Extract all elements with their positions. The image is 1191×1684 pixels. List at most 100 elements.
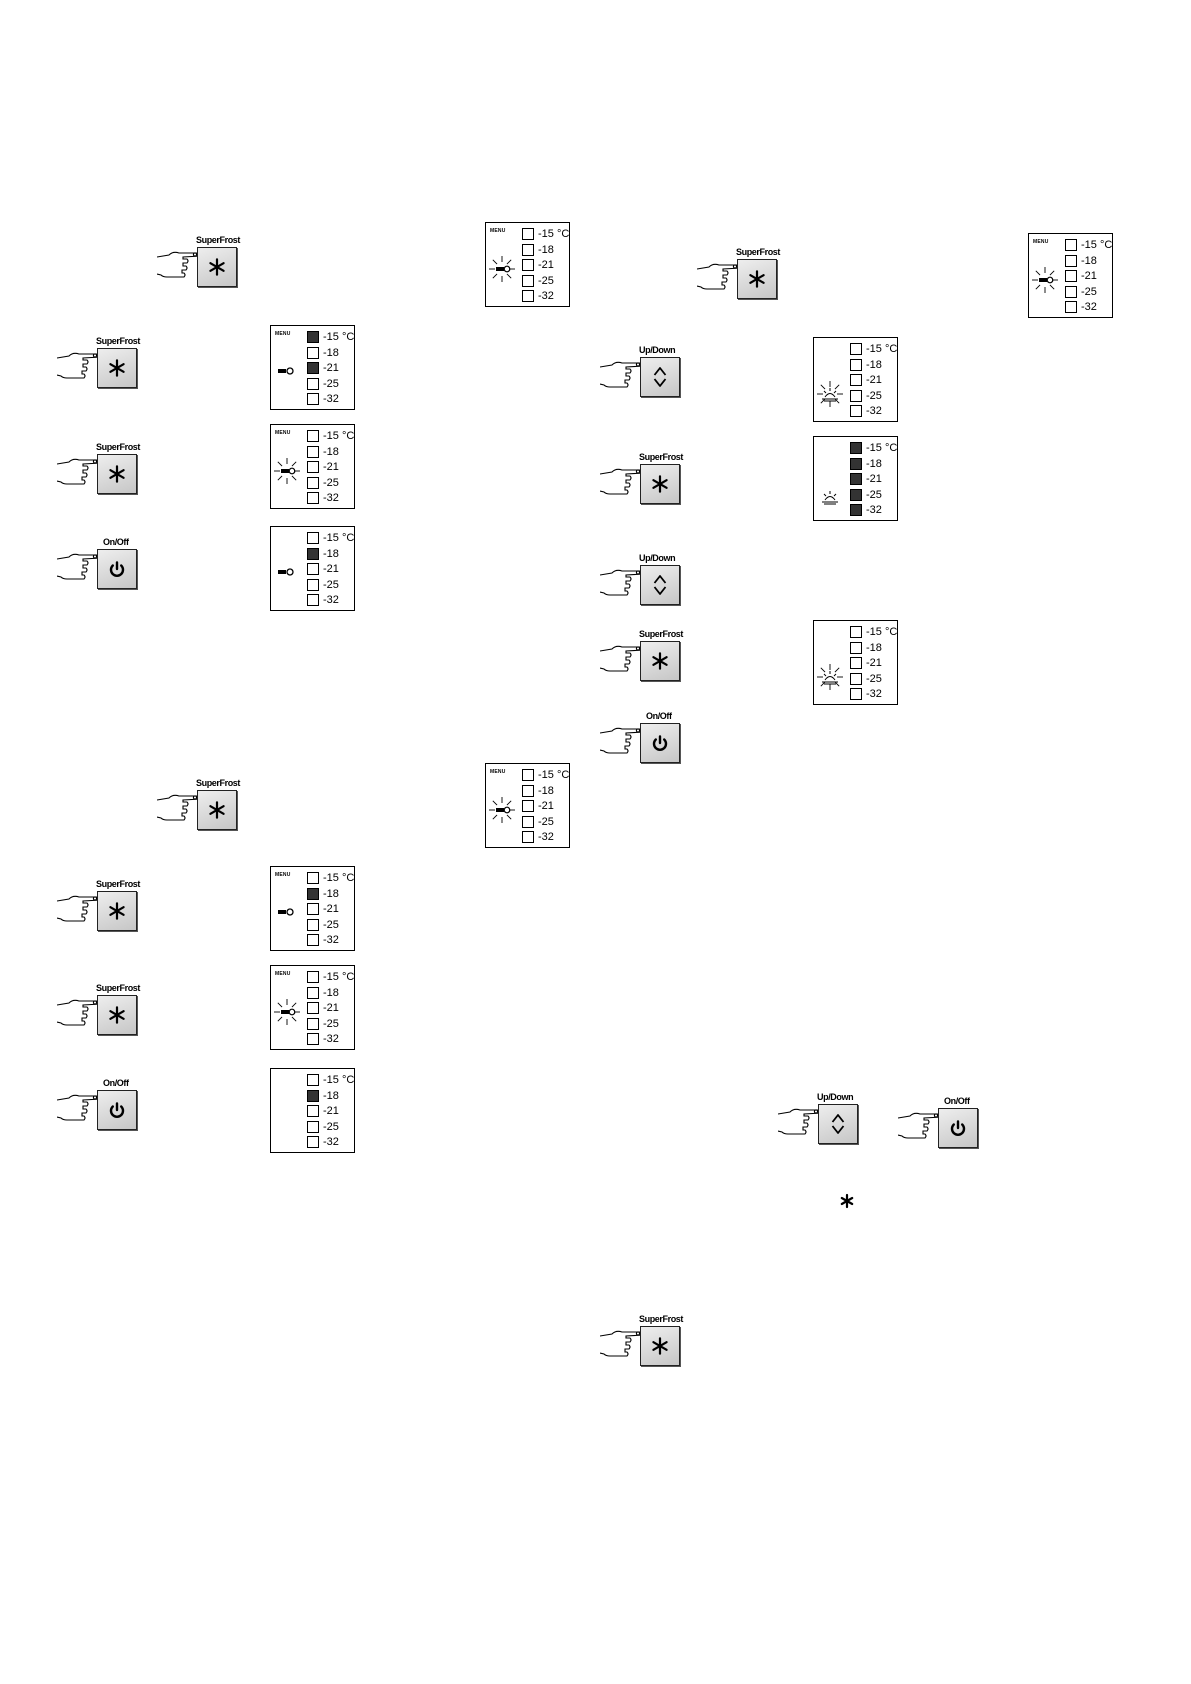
temperature-label: -25 [538, 274, 554, 287]
button-caption: On/Off [103, 1078, 129, 1088]
blinking-key-icon [273, 455, 305, 492]
superfrost-key[interactable] [197, 790, 237, 830]
indicator-off [307, 903, 319, 916]
onoff-key[interactable] [97, 549, 137, 589]
indicator-off [522, 259, 534, 272]
superfrost-button[interactable]: SuperFrost [599, 1314, 710, 1380]
indicator-lit [307, 362, 319, 375]
superfrost-button[interactable]: SuperFrost [599, 452, 710, 518]
button-caption: On/Off [646, 711, 672, 721]
star-icon [832, 1186, 862, 1221]
updown-key[interactable] [818, 1104, 858, 1144]
key-icon [277, 363, 295, 381]
indicator-off [307, 578, 319, 591]
menu-indicator: MENU [275, 331, 291, 337]
temperature-label: -21 [323, 362, 339, 375]
superfrost-key[interactable] [97, 995, 137, 1035]
indicator-off [522, 769, 534, 781]
superfrost-key[interactable] [97, 891, 137, 931]
button-caption: Up/Down [817, 1092, 854, 1102]
indicator-lit [307, 887, 319, 900]
updown-key[interactable] [640, 357, 680, 397]
temperature-label: -15 °C [538, 228, 570, 240]
indicator-off [850, 657, 862, 670]
onoff-key[interactable] [938, 1108, 978, 1148]
superfrost-button[interactable]: SuperFrost [156, 235, 267, 301]
indicator-off [307, 563, 319, 576]
superfrost-key[interactable] [640, 1326, 680, 1366]
temperature-label: -15 °C [1081, 239, 1113, 251]
superfrost-key[interactable] [640, 464, 680, 504]
temperature-label: -21 [323, 903, 339, 916]
superfrost-button[interactable]: SuperFrost [156, 778, 267, 844]
indicator-lit [307, 331, 319, 343]
superfrost-key[interactable] [197, 247, 237, 287]
temperature-label: -18 [538, 784, 554, 797]
menu-indicator: MENU [490, 769, 506, 775]
onoff-key[interactable] [640, 723, 680, 763]
updown-button[interactable]: Up/Down [777, 1092, 888, 1158]
temperature-label: -18 [323, 445, 339, 458]
superfrost-button[interactable]: SuperFrost [696, 247, 807, 313]
temperature-label: -21 [323, 563, 339, 576]
indicator-off [307, 918, 319, 931]
superfrost-key[interactable] [97, 348, 137, 388]
display-panel: -15 °C-18-21-25-32 [270, 1068, 355, 1153]
temperature-label: -32 [1081, 301, 1097, 314]
button-caption: SuperFrost [96, 336, 141, 346]
superfrost-key[interactable] [640, 641, 680, 681]
onoff-button[interactable]: On/Off [897, 1096, 1008, 1162]
superfrost-button[interactable]: SuperFrost [56, 983, 167, 1049]
display-panel: MENU-15 °C-18-21-25-32 [270, 866, 355, 951]
button-caption: SuperFrost [639, 1314, 684, 1324]
button-caption: SuperFrost [196, 235, 241, 245]
temperature-label: -25 [323, 1120, 339, 1133]
menu-indicator: MENU [490, 228, 506, 234]
display-panel: MENU-15 °C-18-21-25-32 [270, 424, 355, 509]
blinking-key-icon [488, 794, 520, 831]
display-panel: MENU -15 °C -18 -21 -25 -32 [485, 763, 570, 848]
indicator-off [307, 594, 319, 607]
temperature-label: -21 [866, 473, 882, 486]
temperature-label: -32 [538, 831, 554, 844]
temperature-label: -25 [538, 815, 554, 828]
indicator-off [522, 243, 534, 256]
updown-button[interactable]: Up/Down [599, 553, 710, 619]
indicator-off [522, 831, 534, 844]
temperature-label: -15 °C [538, 769, 570, 781]
updown-key[interactable] [640, 565, 680, 605]
indicator-lit [850, 457, 862, 470]
onoff-key[interactable] [97, 1090, 137, 1130]
button-caption: Up/Down [639, 553, 676, 563]
temperature-label: -32 [323, 594, 339, 607]
onoff-button[interactable]: On/Off [56, 1078, 167, 1144]
temperature-label: -25 [866, 672, 882, 685]
superfrost-button[interactable]: SuperFrost [56, 879, 167, 945]
indicator-off [850, 672, 862, 685]
temperature-label: -25 [323, 578, 339, 591]
superfrost-key[interactable] [737, 259, 777, 299]
temperature-label: -25 [1081, 285, 1097, 298]
superfrost-key[interactable] [97, 454, 137, 494]
button-caption: On/Off [103, 537, 129, 547]
onoff-button[interactable]: On/Off [599, 711, 710, 777]
onoff-button[interactable]: On/Off [56, 537, 167, 603]
display-panel: MENU-15 °C-18-21-25-32 [270, 325, 355, 410]
superfrost-button[interactable]: SuperFrost [56, 336, 167, 402]
menu-indicator: MENU [275, 430, 291, 436]
indicator-off [307, 492, 319, 505]
superfrost-button[interactable]: SuperFrost [599, 629, 710, 695]
indicator-off [522, 290, 534, 303]
superfrost-button[interactable]: SuperFrost [56, 442, 167, 508]
indicator-lit [850, 442, 862, 454]
button-caption: Up/Down [639, 345, 676, 355]
menu-indicator: MENU [275, 872, 291, 878]
temperature-label: -21 [866, 374, 882, 387]
updown-button[interactable]: Up/Down [599, 345, 710, 411]
blinking-sun-icon [816, 661, 848, 698]
temperature-label: -18 [538, 243, 554, 256]
button-caption: SuperFrost [639, 452, 684, 462]
temperature-label: -25 [323, 476, 339, 489]
temperature-label: -21 [538, 800, 554, 813]
indicator-off [307, 872, 319, 884]
